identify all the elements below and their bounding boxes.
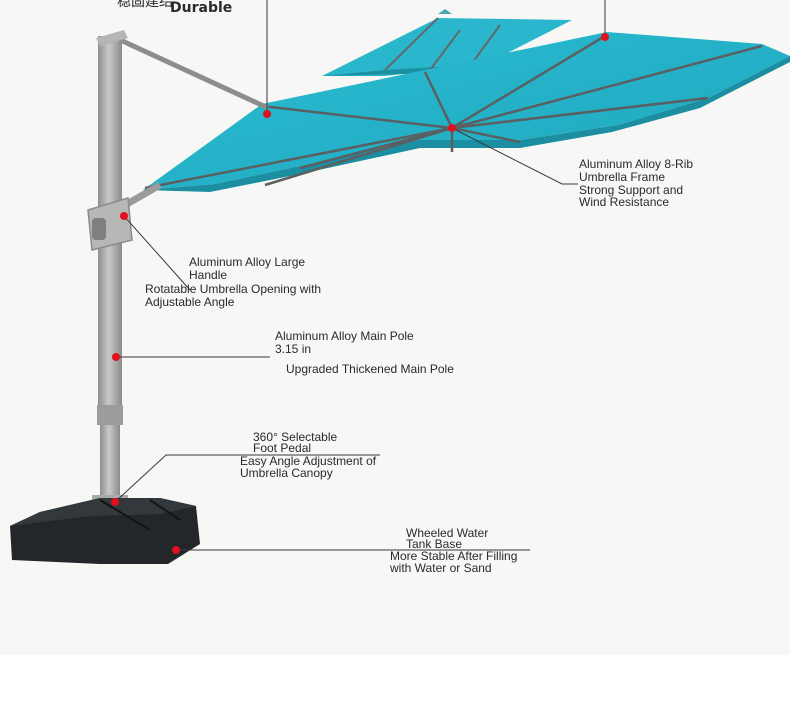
pedal-title-2: Foot Pedal: [253, 441, 312, 455]
marker-canopy: [601, 33, 609, 41]
pedal-desc-2: Umbrella Canopy: [240, 466, 333, 480]
main-pole: [87, 30, 133, 505]
water-tank-base: [10, 498, 200, 564]
base-desc-1: More Stable After Filling: [390, 549, 518, 563]
marker-pedal: [111, 498, 119, 506]
marker-pole: [112, 353, 120, 361]
pole-title-1: Aluminum Alloy Main Pole: [275, 329, 414, 343]
frame-line-4: Wind Resistance: [579, 195, 670, 209]
marker-frame: [448, 124, 456, 132]
handle-title-1: Aluminum Alloy Large: [189, 255, 306, 269]
marker-dots: [111, 33, 609, 554]
support-arm: [114, 35, 270, 111]
base-desc-2: with Water or Sand: [390, 561, 492, 575]
pedal-title-1: 360° Selectable: [253, 430, 338, 444]
header-title: Durable: [170, 0, 233, 16]
umbrella-illustration: [10, 0, 790, 564]
marker-arm: [263, 110, 271, 118]
product-feature-diagram: 稳固建结 Durable Aluminum Alloy 8-Rib Umbrel…: [10, 0, 790, 575]
base-title-1: Wheeled Water: [406, 526, 489, 540]
handle-desc-1: Rotatable Umbrella Opening with: [145, 282, 322, 296]
callout-leaders: [114, 0, 606, 551]
pedal-desc-1: Easy Angle Adjustment of: [240, 454, 377, 468]
upper-canopy: [322, 9, 572, 76]
pole-title-2: 3.15 in: [275, 342, 312, 356]
handle-desc-2: Adjustable Angle: [145, 295, 235, 309]
frame-line-3: Strong Support and: [579, 183, 684, 197]
pole-desc: Upgraded Thickened Main Pole: [286, 362, 454, 376]
handle-title-2: Handle: [189, 268, 228, 282]
marker-base: [172, 546, 180, 554]
base-title-2: Tank Base: [406, 537, 463, 551]
frame-line-1: Aluminum Alloy 8-Rib: [579, 157, 694, 171]
main-canopy: [143, 32, 790, 192]
marker-handle: [120, 212, 128, 220]
header-cjk-text: 稳固建结: [117, 0, 173, 10]
frame-line-2: Umbrella Frame: [579, 170, 666, 184]
